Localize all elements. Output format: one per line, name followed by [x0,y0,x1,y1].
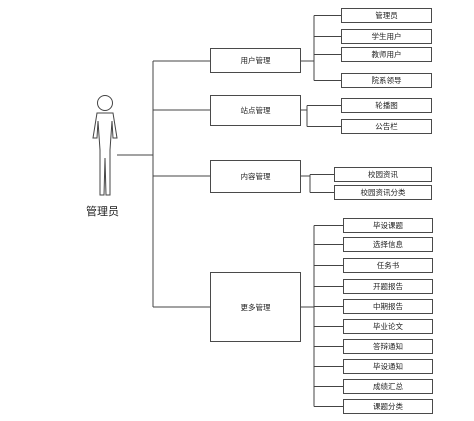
item-label: 任务书 [376,261,400,270]
item-label: 选择信息 [373,240,403,249]
category-box-content-management: 内容管理 [210,160,301,193]
item-box: 校园资讯 [334,167,432,182]
category-box-user-management: 用户管理 [210,48,301,73]
category-label: 内容管理 [240,172,271,181]
connector-lines [117,15,343,407]
item-box: 管理员 [341,8,432,23]
item-box: 公告栏 [341,119,432,134]
item-box: 选择信息 [343,237,433,252]
item-label: 院系领导 [371,76,402,85]
actor-label: 管理员 [86,205,119,218]
item-box: 中期报告 [343,299,433,314]
item-label: 毕设通知 [373,362,403,371]
item-label: 校园资讯 [368,170,398,179]
item-label: 公告栏 [375,122,398,131]
item-label: 毕设课题 [373,221,403,230]
item-label: 答辩通知 [373,342,403,351]
item-box: 校园资讯分类 [334,185,432,200]
category-label: 站点管理 [240,106,271,115]
actor-figure [92,95,118,196]
item-box: 成绩汇总 [343,379,433,394]
category-label: 用户管理 [240,56,271,65]
item-box: 院系领导 [341,73,432,88]
item-box: 答辩通知 [343,339,433,354]
item-box: 毕设课题 [343,218,433,233]
item-box: 毕设通知 [343,359,433,374]
item-label: 中期报告 [373,302,403,311]
category-label: 更多管理 [240,302,271,312]
item-label: 毕业论文 [373,322,403,331]
item-label: 开题报告 [373,282,403,291]
item-box: 学生用户 [341,29,432,44]
item-label: 轮播图 [375,101,398,110]
item-label: 课题分类 [373,402,403,411]
item-label: 学生用户 [371,32,402,41]
item-box: 开题报告 [343,279,433,294]
item-box: 教师用户 [341,47,432,62]
item-label: 管理员 [375,11,398,20]
item-label: 教师用户 [371,50,402,59]
item-box: 毕业论文 [343,319,433,334]
category-box-more-management: 更多管理 [210,272,301,342]
item-label: 成绩汇总 [373,382,403,391]
item-label: 校园资讯分类 [360,188,406,197]
category-box-site-management: 站点管理 [210,95,301,126]
item-box: 轮播图 [341,98,432,113]
item-box: 任务书 [343,258,433,273]
item-box: 课题分类 [343,399,433,414]
